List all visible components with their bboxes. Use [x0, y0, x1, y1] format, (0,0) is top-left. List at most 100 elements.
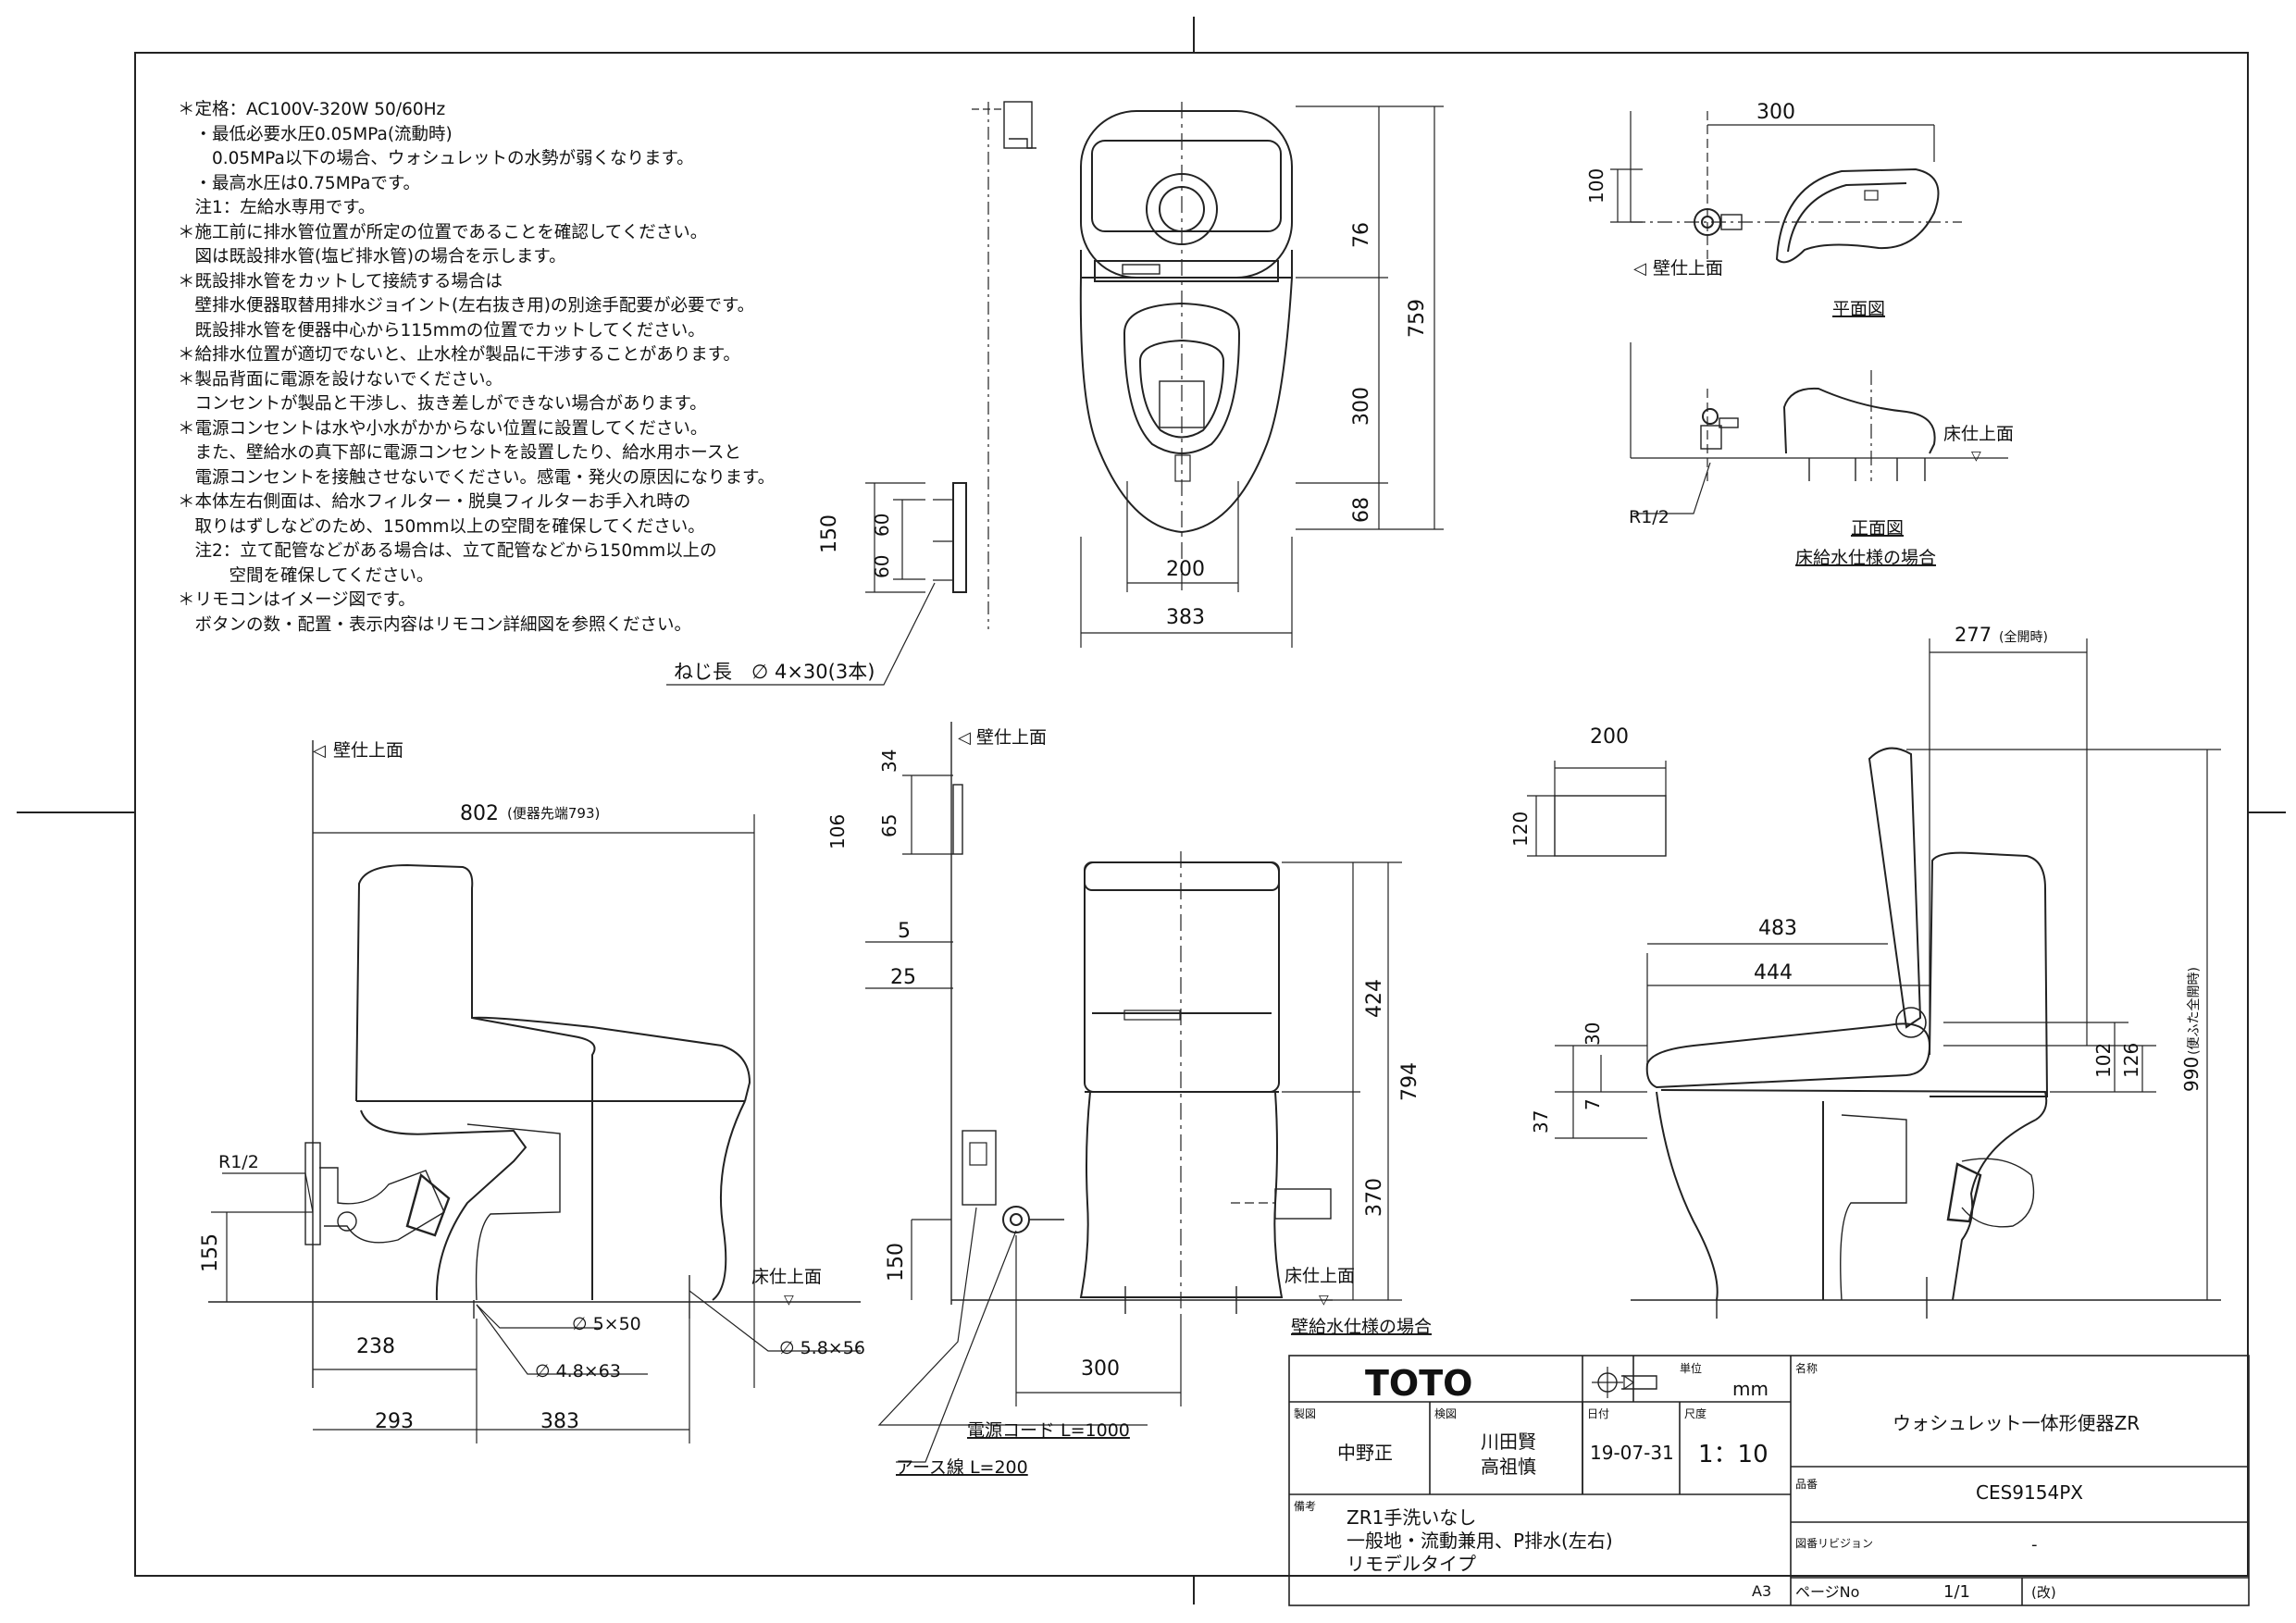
page-number: 1/1	[1943, 1582, 1970, 1602]
open-dim-30: 30	[1582, 1022, 1604, 1046]
front-view	[865, 722, 1402, 1463]
unit-value: mm	[1732, 1378, 1769, 1400]
open-dim-990-note: (便ふた全開時)	[2186, 967, 2202, 1055]
note-line: 空間を確保してください。	[178, 565, 434, 586]
side-dim-238: 238	[356, 1335, 395, 1358]
front-view-text: ◁ 壁仕上面 34 106 65 5 25 424 794 370 150 30…	[826, 727, 1432, 1478]
side-floor-marker: ▽	[784, 1293, 794, 1307]
front-dim-424: 424	[1363, 979, 1386, 1018]
specification-notes: ＊定格：AC100V-320W 50/60Hz ・最低必要水圧0.05MPa(流…	[178, 98, 825, 638]
dim-76: 76	[1350, 222, 1373, 248]
front-dim-25: 25	[890, 966, 916, 989]
side-view-text: ◁ 壁仕上面 802 (便器先端793) R1/2 155 238 293 38…	[199, 740, 865, 1433]
open-dim-7: 7	[1582, 1098, 1604, 1110]
remarks-line-2: 一般地・流動兼用、P排水(左右)	[1347, 1530, 1613, 1552]
checker-name-1: 川田賢	[1481, 1431, 1536, 1453]
dim-60-upper: 60	[871, 514, 893, 537]
top-view-dims: 76 759 300 68 200 383 150 60 60 ねじ長 ∅ 4×…	[674, 222, 1429, 683]
note-line: また、壁給水の真下部に電源コンセントを設置したり、給水用ホースと	[178, 443, 741, 463]
front-floor-r12: R1/2	[1629, 507, 1669, 527]
open-dim-102: 102	[2092, 1043, 2115, 1078]
checker-name-2: 高祖慎	[1481, 1456, 1536, 1478]
model-number: CES9154PX	[1976, 1481, 2083, 1504]
scale-label: 尺度	[1684, 1406, 1706, 1420]
plan-dim-300: 300	[1756, 101, 1795, 124]
dim-300-vertical: 300	[1350, 387, 1373, 426]
note-line: ＊給排水位置が適切でないと、止水栓が製品に干渉することがあります。	[178, 345, 740, 365]
note-line: ・最高水圧は0.75MPaです。	[178, 173, 420, 193]
open-dim-200: 200	[1590, 725, 1629, 749]
plan-view	[1610, 111, 1962, 268]
side-dim-155: 155	[199, 1233, 222, 1272]
scale-value: 1：10	[1698, 1441, 1769, 1468]
unit-label: 単位	[1680, 1361, 1702, 1375]
note-line: コンセントが製品と干渉し、抜き差しができない場合があります。	[178, 394, 707, 414]
side-r12: R1/2	[218, 1152, 259, 1172]
revision-label: 図番リビジョン	[1795, 1537, 1873, 1550]
note-line: ＊リモコンはイメージ図です。	[178, 590, 416, 610]
dim-68: 68	[1350, 497, 1373, 523]
open-lid-view	[1527, 638, 2221, 1319]
side-dim-802-note: (便器先端793)	[507, 805, 600, 822]
remarks-line-1: ZR1手洗いなし	[1347, 1506, 1476, 1529]
note-line: ＊本体左右側面は、給水フィルター・脱臭フィルターお手入れ時の	[178, 492, 691, 512]
plan-wall-label: 壁仕上面	[1653, 258, 1723, 279]
note-line: 壁排水便器取替用排水ジョイント(左右抜き用)の別途手配要が必要です。	[178, 296, 755, 316]
side-wall-marker: ◁	[313, 741, 326, 761]
front-floor-view	[1630, 342, 2008, 514]
open-dim-483: 483	[1758, 917, 1797, 940]
front-wall-label: 壁仕上面	[976, 727, 1047, 748]
page-label: ページNo	[1795, 1583, 1859, 1601]
side-phi-58x56: ∅ 5.8×56	[779, 1338, 865, 1358]
note-line: 0.05MPa以下の場合、ウォシュレットの水勢が弱くなります。	[178, 149, 694, 168]
note-line: 注1：左給水専用です。	[178, 198, 376, 217]
note-line: ボタンの数・配置・表示内容はリモコン詳細図を参照ください。	[178, 614, 692, 635]
note-line: 注2：立て配管などがある場合は、立て配管などから150mm以上の	[178, 541, 717, 561]
date-label: 日付	[1587, 1407, 1609, 1420]
top-view	[666, 101, 1444, 686]
note-line: ＊施工前に排水管位置が所定の位置であることを確認してください。	[178, 222, 708, 242]
open-dim-126: 126	[2120, 1043, 2142, 1078]
front-floor-text: 床仕上面 ▽ R1/2 正面図 床給水仕様の場合	[1629, 424, 2014, 568]
side-dim-293: 293	[375, 1410, 414, 1433]
front-caption: 壁給水仕様の場合	[1291, 1317, 1432, 1337]
dim-200: 200	[1166, 558, 1205, 581]
open-dim-990: 990	[2180, 1057, 2203, 1092]
note-line: ＊定格：AC100V-320W 50/60Hz	[178, 100, 446, 119]
side-phi-5x50: ∅ 5×50	[572, 1314, 641, 1334]
dim-383: 383	[1166, 606, 1205, 629]
open-dim-277-note: (全開時)	[1999, 629, 2048, 645]
open-lid-text: 277 (全開時) 200 120 483 444 30 37 7 102 12…	[1509, 624, 2203, 1134]
front-earth-label: アース線 L=200	[896, 1457, 1028, 1478]
screw-note: ねじ長 ∅ 4×30(3本)	[674, 661, 875, 683]
front-floor-caption-1: 正面図	[1851, 518, 1904, 539]
model-label: 品番	[1795, 1478, 1818, 1491]
note-line: 既設排水管を便器中心から115mmの位置でカットしてください。	[178, 320, 705, 341]
plan-view-text: 300 100 ◁ 壁仕上面 平面図	[1585, 101, 1885, 319]
front-floor-marker: ▽	[1319, 1293, 1329, 1307]
front-dim-65: 65	[878, 814, 900, 837]
front-dim-300: 300	[1081, 1357, 1120, 1381]
note-line: 取りはずしなどのため、150mm以上の空間を確保してください。	[178, 516, 705, 537]
side-dim-383: 383	[540, 1410, 579, 1433]
note-line: 電源コンセントを接触させないでください。感電・発火の原因になります。	[178, 467, 776, 488]
note-line: ・最低必要水圧0.05MPa(流動時)	[178, 124, 453, 144]
drafter-name: 中野正	[1337, 1442, 1393, 1464]
plan-caption: 平面図	[1832, 299, 1885, 319]
side-floor-label: 床仕上面	[751, 1267, 822, 1287]
wall-marker-symbol: ◁	[1633, 259, 1646, 279]
product-name: ウォシュレット一体形便器ZR	[1893, 1412, 2140, 1434]
note-line: ＊電源コンセントは水や小水がかからない位置に設置してください。	[178, 418, 708, 439]
open-dim-120: 120	[1509, 812, 1532, 847]
side-wall-label: 壁仕上面	[333, 740, 403, 761]
front-dim-106: 106	[826, 814, 849, 849]
sheet-size: A3	[1752, 1582, 1771, 1600]
front-cord-label: 電源コード L=1000	[967, 1420, 1130, 1441]
date-value: 19-07-31	[1590, 1442, 1674, 1464]
center-mark-top	[1193, 17, 1195, 52]
center-mark-right	[2249, 812, 2286, 813]
center-mark-left	[17, 812, 134, 813]
remarks-line-3: リモデルタイプ	[1347, 1553, 1476, 1575]
front-dim-370: 370	[1363, 1178, 1386, 1217]
